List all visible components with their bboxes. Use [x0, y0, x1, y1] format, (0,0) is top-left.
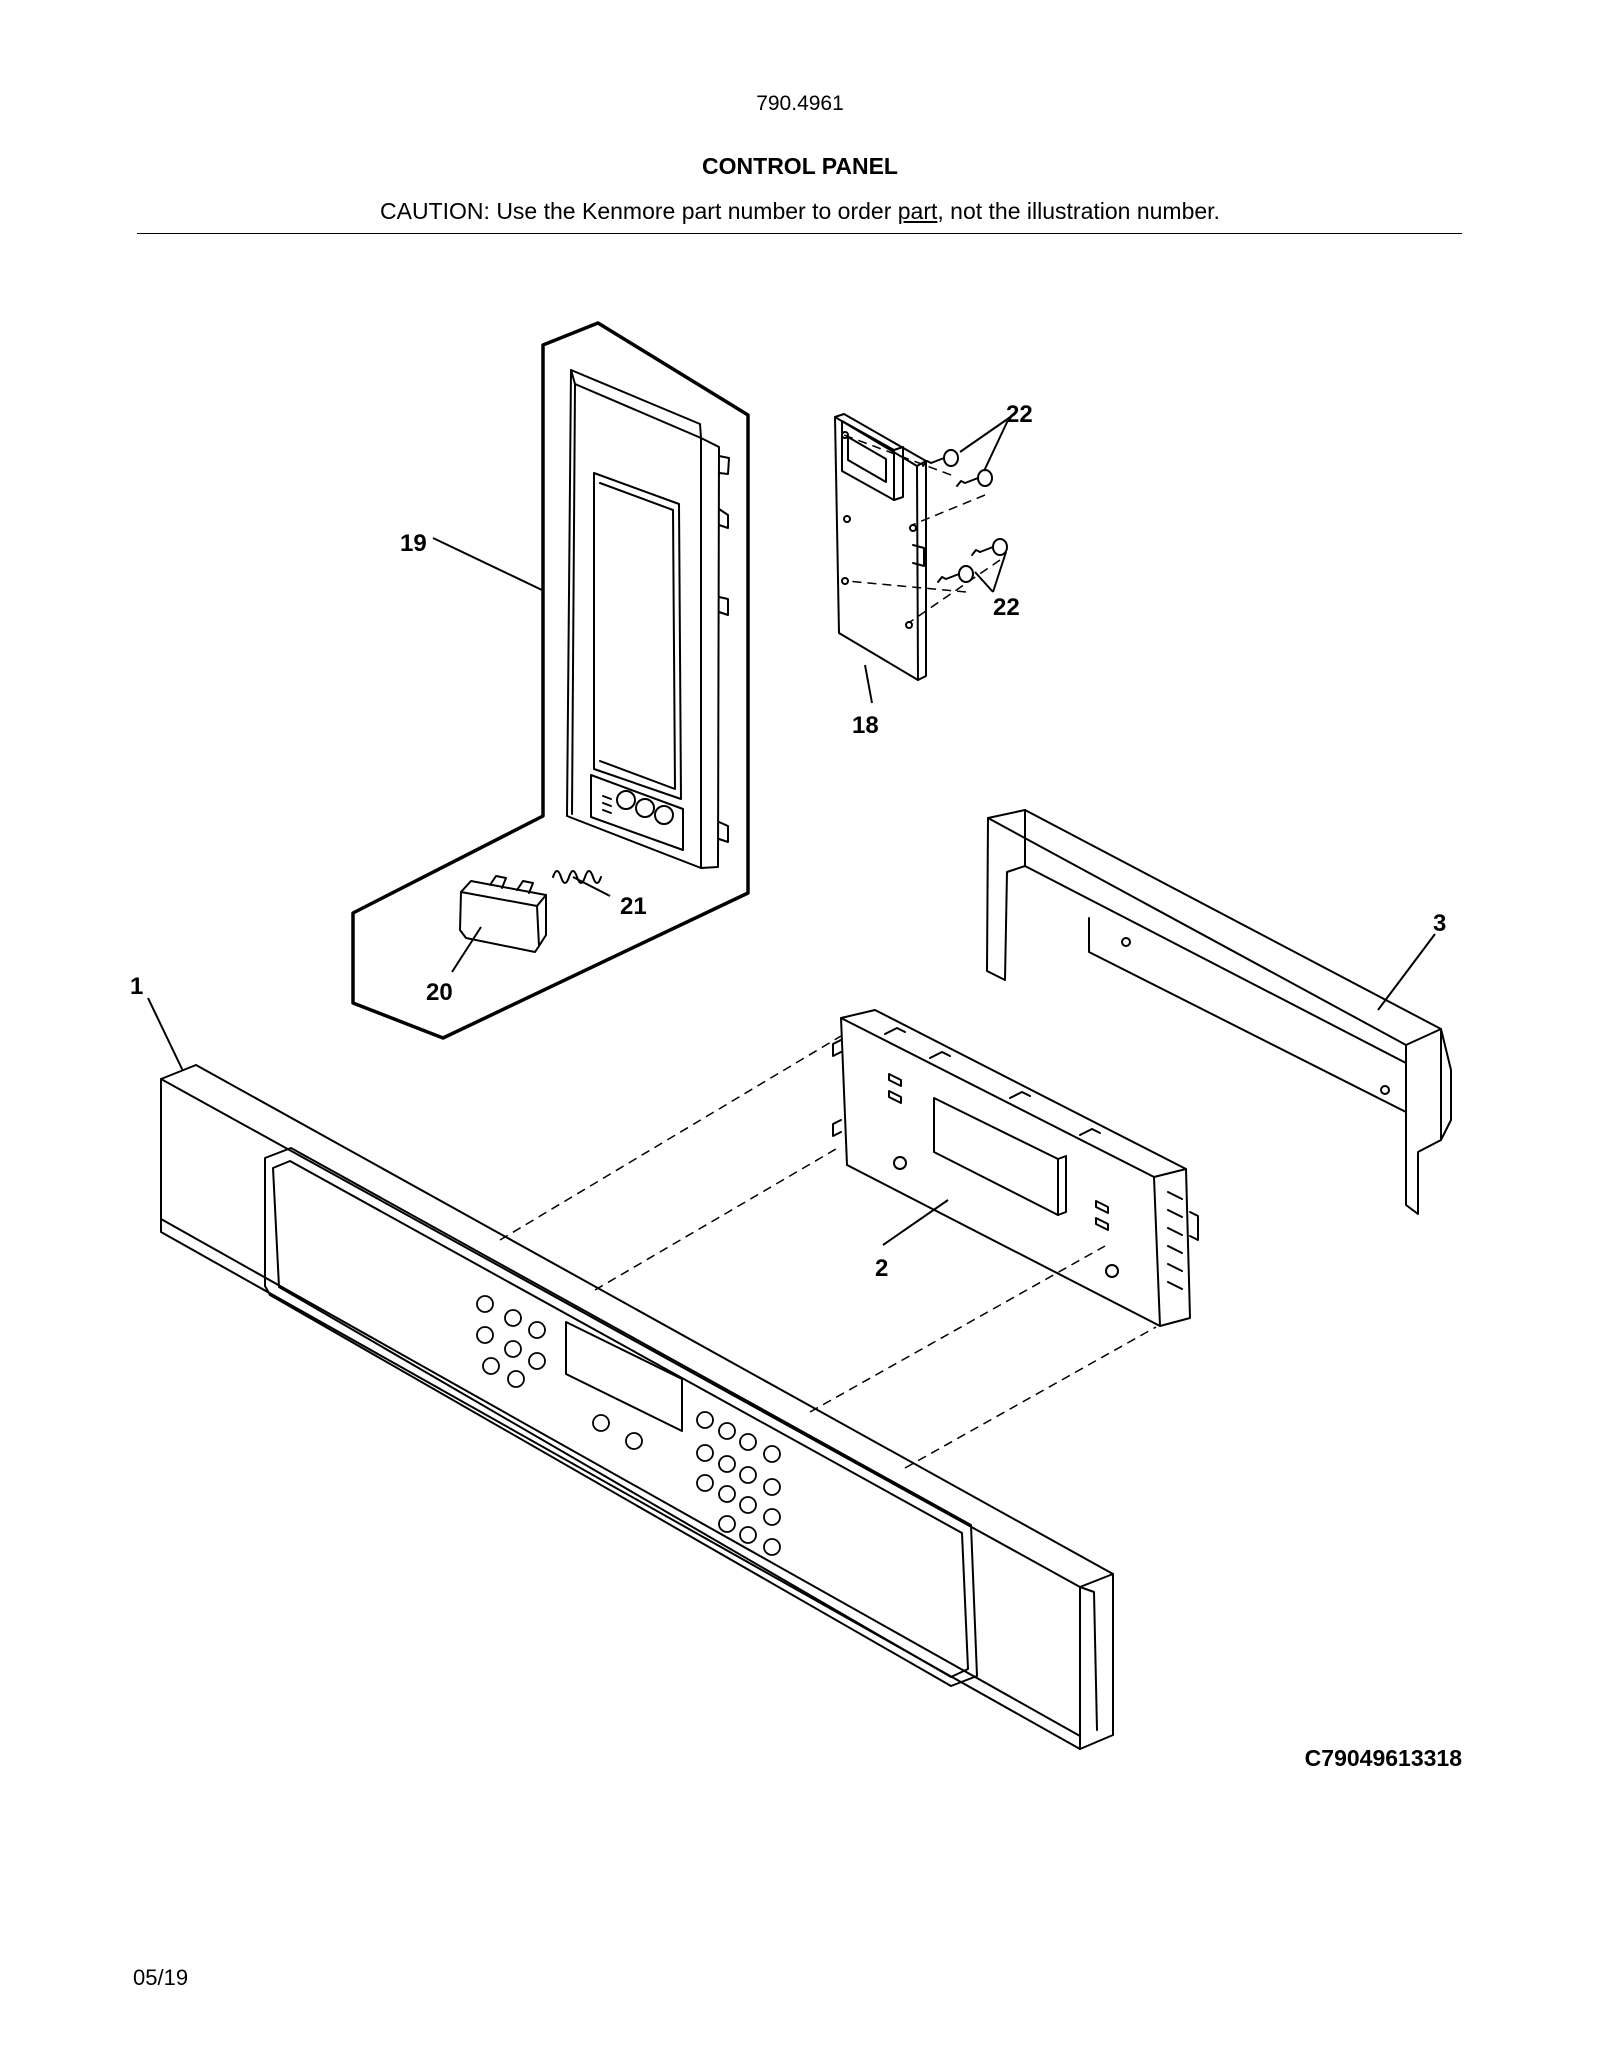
caution-text-underlined: part [897, 198, 938, 224]
leader-lines [147, 417, 1436, 1246]
header-divider [137, 233, 1462, 234]
diagram-code: C79049613318 [1304, 1745, 1462, 1771]
exploded-view-guides [499, 434, 1157, 1469]
callout-3: 3 [1433, 910, 1446, 937]
inset-group-outline [351, 321, 750, 1040]
caution-text-start: CAUTION: Use the Kenmore part number to … [380, 198, 898, 224]
callout-22-top: 22 [1006, 401, 1033, 428]
callout-20: 20 [426, 979, 453, 1006]
part-21-spring [552, 870, 602, 884]
callout-19: 19 [400, 530, 427, 557]
part-2-control-board [832, 1009, 1199, 1327]
callout-22-bottom: 22 [993, 594, 1020, 621]
part-22-screws [922, 449, 1008, 583]
part-20-button [459, 875, 547, 953]
part-18-display-board [834, 413, 927, 681]
model-number: 790.4961 [756, 92, 844, 115]
caution-text-end: , not the illustration number. [937, 198, 1220, 224]
part-19-frame [566, 369, 730, 869]
caution-note: CAUTION: Use the Kenmore part number to … [0, 198, 1600, 225]
callout-1: 1 [130, 973, 143, 1000]
part-3-bracket [986, 809, 1452, 1215]
callout-18: 18 [852, 712, 879, 739]
callout-21: 21 [620, 893, 647, 920]
part-1-control-panel [160, 1064, 1114, 1750]
callout-2: 2 [875, 1255, 888, 1282]
page-title: CONTROL PANEL [702, 153, 898, 179]
revision-date: 05/19 [133, 1965, 189, 1990]
panel-buttons [476, 1295, 781, 1556]
